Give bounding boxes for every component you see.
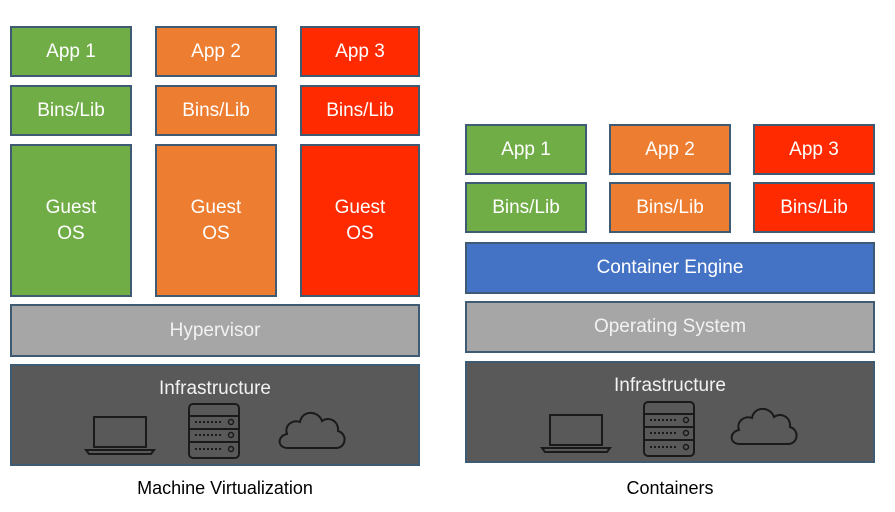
container-bins-lib-3: Bins/Lib — [753, 182, 875, 233]
container-engine: Container Engine — [465, 242, 875, 294]
operating-system-label: Operating System — [593, 316, 747, 338]
container-app-2-label: App 2 — [645, 138, 695, 160]
vm-bins-lib-3: Bins/Lib — [300, 85, 420, 136]
vm-guest-os-1: Guest OS — [10, 144, 132, 297]
container-app-3-label: App 3 — [789, 138, 839, 160]
container-bins-lib-2: Bins/Lib — [609, 182, 731, 233]
container-bins-lib-1-label: Bins/Lib — [492, 196, 560, 218]
vm-guest-os-2: Guest OS — [155, 144, 277, 297]
laptop-icon — [84, 416, 156, 455]
containers-caption: Containers — [626, 478, 714, 498]
container-infrastructure: Infrastructure — [465, 361, 875, 463]
vm-bins-lib-3-label: Bins/Lib — [326, 99, 394, 121]
container-bins-lib-2-label: Bins/Lib — [636, 196, 704, 218]
container-app-1-label: App 1 — [501, 138, 551, 160]
vm-app-2-label: App 2 — [191, 40, 241, 62]
vm-guest-os-3-label: Guest OS — [334, 196, 386, 244]
vm-caption: Machine Virtualization — [137, 478, 313, 498]
vm-bins-lib-1-label: Bins/Lib — [37, 99, 105, 121]
vm-guest-os-1-label: Guest OS — [45, 196, 97, 244]
vm-guest-os-2-label: Guest OS — [190, 196, 242, 244]
container-app-3: App 3 — [753, 124, 875, 175]
vm-hypervisor: Hypervisor — [10, 304, 420, 357]
vm-app-1-label: App 1 — [46, 40, 96, 62]
container-app-1: App 1 — [465, 124, 587, 175]
vm-bins-lib-2: Bins/Lib — [155, 85, 277, 136]
server-icon — [188, 403, 240, 459]
vm-app-2: App 2 — [155, 26, 277, 77]
container-app-2: App 2 — [609, 124, 731, 175]
vm-guest-os-3: Guest OS — [300, 144, 420, 297]
vm-infrastructure-label: Infrastructure — [159, 378, 271, 399]
container-bins-lib-3-label: Bins/Lib — [780, 196, 848, 218]
container-bins-lib-1: Bins/Lib — [465, 182, 587, 233]
vm-app-3-label: App 3 — [335, 40, 385, 62]
server-icon — [643, 401, 695, 457]
laptop-icon — [540, 414, 612, 453]
cloud-icon — [278, 411, 346, 449]
operating-system: Operating System — [465, 301, 875, 353]
container-infrastructure-label: Infrastructure — [614, 375, 726, 396]
cloud-icon — [730, 407, 798, 445]
container-engine-label: Container Engine — [596, 257, 744, 279]
vm-app-1: App 1 — [10, 26, 132, 77]
vm-app-3: App 3 — [300, 26, 420, 77]
vm-hypervisor-label: Hypervisor — [169, 319, 261, 341]
vm-bins-lib-1: Bins/Lib — [10, 85, 132, 136]
vm-bins-lib-2-label: Bins/Lib — [182, 99, 250, 121]
